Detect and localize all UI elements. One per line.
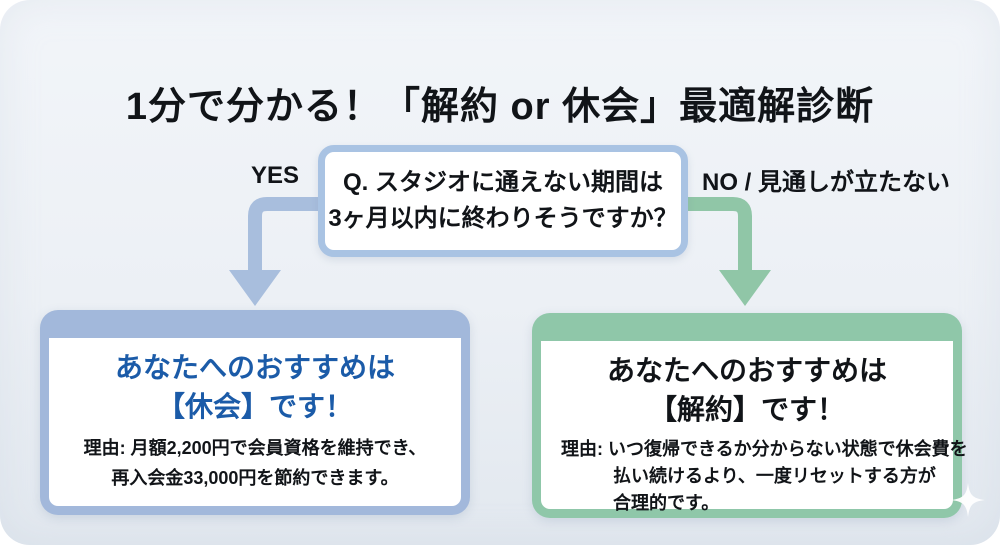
yes-branch-label: YES <box>250 162 300 189</box>
question-line: Q. スタジオに通えない期間は <box>342 169 663 196</box>
cancel-reason-line: 払い続けるより、一度リセットする方が <box>613 466 936 486</box>
suspend-heading-line: 【休会】です！ <box>156 391 353 422</box>
no-branch-label: NO / 見通しが立たない <box>702 169 951 196</box>
suspend-heading-line: あなたへのおすすめは <box>114 352 395 383</box>
result-card-cancel: あなたへのおすすめは 【解約】です！ 理由: いつ復帰できるか分からない状態で休… <box>532 313 968 518</box>
cancel-heading-line: あなたへのおすすめは <box>606 355 887 386</box>
result-card-suspend: あなたへのおすすめは 【休会】です！ 理由: 月額2,200円で会員資格を維持で… <box>40 310 470 515</box>
no-arrow <box>688 197 771 306</box>
suspend-reason-line: 理由: 月額2,200円で会員資格を維持でき、 <box>83 438 427 458</box>
question-box: Q. スタジオに通えない期間は 3ヶ月以内に終わりそうですか？ <box>318 145 688 257</box>
suspend-heading: あなたへのおすすめは 【休会】です！ <box>49 348 461 426</box>
cancel-heading: あなたへのおすすめは 【解約】です！ <box>541 351 953 429</box>
suspend-reason-line: 再入会金33,000円を節約できます。 <box>111 468 399 488</box>
cancel-reason-line: 理由: いつ復帰できるか分からない状態で休会費を <box>561 439 968 459</box>
cancel-heading-line: 【解約】です！ <box>648 394 845 425</box>
cancel-reason: 理由: いつ復帰できるか分からない状態で休会費を 払い続けるより、一度リセットす… <box>541 436 968 517</box>
question-line: 3ヶ月以内に終わりそうですか？ <box>328 205 678 232</box>
suspend-reason: 理由: 月額2,200円で会員資格を維持でき、 再入会金33,000円を節約でき… <box>49 433 461 493</box>
page-title: 1分で分かる！「解約 or 休会」最適解診断 <box>125 86 875 129</box>
cancel-reason-line: 合理的です。 <box>613 493 720 513</box>
yes-arrow <box>229 197 318 306</box>
